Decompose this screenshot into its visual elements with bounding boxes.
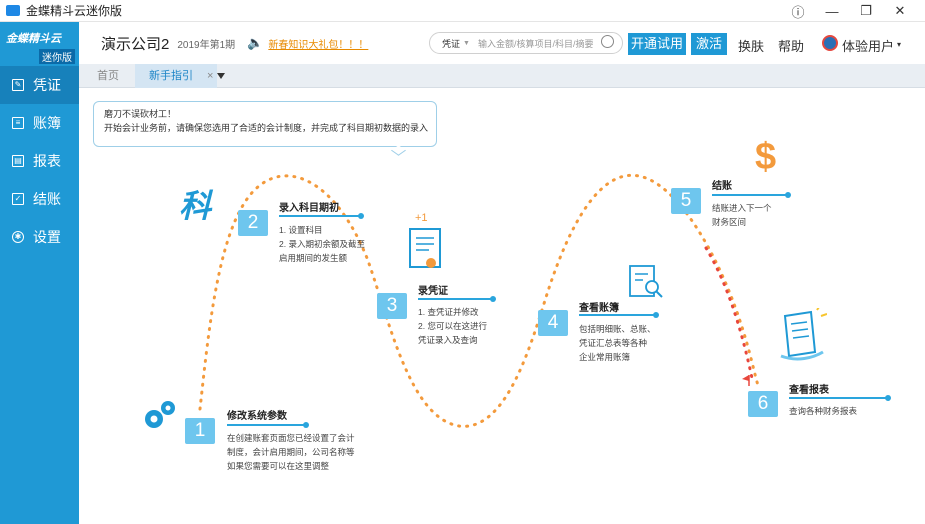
sidebar-logo: 金蝶精斗云 迷你版 bbox=[0, 22, 79, 66]
brand-name: 金蝶精斗云 bbox=[6, 33, 61, 45]
sidebar-item-label: 凭证 bbox=[33, 77, 61, 93]
step-6-desc: 查询各种财务报表 bbox=[789, 406, 858, 416]
step-5-desc: 结账进入下一个财务区间 bbox=[712, 203, 772, 227]
guide-path bbox=[198, 173, 761, 428]
step-2-title[interactable]: 录入科目期初 bbox=[279, 203, 339, 214]
step-6-badge[interactable]: 6 bbox=[748, 391, 778, 417]
checkout-icon: ✓ bbox=[12, 193, 24, 205]
step-4-underline bbox=[579, 312, 659, 318]
step-3-underline bbox=[418, 296, 496, 302]
plus-one-icon: +1 bbox=[415, 212, 428, 224]
step-1-title[interactable]: 修改系统参数 bbox=[227, 411, 287, 422]
minimize-icon[interactable]: — bbox=[825, 3, 839, 19]
info-icon[interactable]: ⓘ bbox=[791, 4, 805, 20]
step-4-badge[interactable]: 4 bbox=[538, 310, 568, 336]
ledger-icon: ≡ bbox=[12, 117, 24, 129]
maximize-icon[interactable]: ❐ bbox=[860, 3, 872, 18]
tab-bar: 首页 新手指引 × bbox=[79, 64, 925, 88]
step-5-title[interactable]: 结账 bbox=[712, 181, 732, 192]
step-4-desc: 包括明细账、总账、凭证汇总表等各种企业常用账簿 bbox=[579, 324, 656, 362]
tab-menu-icon[interactable] bbox=[217, 73, 225, 79]
search-box[interactable]: 凭证 ▼ 输入金额/核算项目/科目/摘要 bbox=[429, 32, 623, 54]
subject-icon: 科 bbox=[179, 188, 212, 224]
sidebar-item-settings[interactable]: ✱ 设置 bbox=[0, 218, 79, 256]
company-name[interactable]: 演示公司2 bbox=[101, 35, 170, 53]
step-1-badge[interactable]: 1 bbox=[185, 418, 215, 444]
dollar-icon: $ bbox=[755, 136, 777, 178]
report-paper-icon bbox=[777, 303, 828, 367]
step-5-badge[interactable]: 5 bbox=[671, 188, 701, 214]
voucher-doc-icon bbox=[409, 228, 441, 277]
step-3-badge[interactable]: 3 bbox=[377, 293, 407, 319]
accounting-period: 2019年第1期 bbox=[177, 39, 236, 51]
step-6-underline bbox=[789, 395, 891, 401]
step-3-title[interactable]: 录凭证 bbox=[418, 286, 448, 297]
sidebar-item-label: 账簿 bbox=[33, 115, 61, 131]
window-title: 金蝶精斗云迷你版 bbox=[26, 4, 123, 18]
sidebar-item-label: 结账 bbox=[33, 191, 61, 207]
tab-guide[interactable]: 新手指引 × bbox=[135, 64, 217, 88]
notice-link[interactable]: 新春知识大礼包！！！ bbox=[268, 39, 369, 51]
sidebar: 金蝶精斗云 迷你版 ✎ 凭证 ≡ 账簿 ▤ 报表 ✓ 结账 ✱ 设置 bbox=[0, 22, 79, 524]
search-input[interactable]: 输入金额/核算项目/科目/摘要 bbox=[477, 38, 594, 49]
close-icon[interactable]: ✕ bbox=[894, 3, 906, 18]
search-type-select[interactable]: 凭证 bbox=[442, 38, 461, 49]
step-2-badge[interactable]: 2 bbox=[238, 210, 268, 236]
avatar[interactable] bbox=[822, 35, 838, 51]
speaker-icon: 🔈 bbox=[247, 35, 264, 50]
step-6-title[interactable]: 查看报表 bbox=[789, 385, 829, 396]
sidebar-item-voucher[interactable]: ✎ 凭证 bbox=[0, 66, 79, 104]
trial-button[interactable]: 开通试用 bbox=[628, 33, 686, 55]
step-1-desc: 在创建账套页面您已经设置了会计制度，会计启用期间，公司名称等如果您需要可以在这里… bbox=[227, 433, 355, 471]
sidebar-item-ledger[interactable]: ≡ 账簿 bbox=[0, 104, 79, 142]
sidebar-item-label: 报表 bbox=[33, 153, 61, 169]
step-1-underline bbox=[227, 422, 309, 428]
report-icon: ▤ bbox=[12, 155, 24, 167]
voucher-icon: ✎ bbox=[12, 79, 24, 91]
step-2-underline bbox=[279, 213, 364, 219]
edition-badge: 迷你版 bbox=[39, 49, 75, 64]
step-5-underline bbox=[712, 192, 791, 198]
chevron-down-icon[interactable]: ▾ bbox=[897, 40, 902, 49]
gear-icon: ✱ bbox=[12, 231, 24, 243]
tip-line: 磨刀不误砍材工！ bbox=[104, 109, 177, 119]
help-button[interactable]: 帮助 bbox=[778, 39, 805, 54]
window-titlebar: 金蝶精斗云迷你版 ⓘ — ❐ ✕ bbox=[0, 0, 925, 22]
activate-button[interactable]: 激活 bbox=[691, 33, 727, 55]
window-controls: ⓘ — ❐ ✕ bbox=[781, 0, 917, 22]
skin-button[interactable]: 换肤 bbox=[738, 39, 765, 54]
close-icon[interactable]: × bbox=[207, 70, 214, 82]
sidebar-item-checkout[interactable]: ✓ 结账 bbox=[0, 180, 79, 218]
sidebar-item-label: 设置 bbox=[33, 229, 61, 245]
gears-icon bbox=[141, 397, 177, 433]
top-toolbar: 演示公司2 2019年第1期 🔈 新春知识大礼包！！！ 凭证 ▼ 输入金额/核算… bbox=[79, 22, 925, 64]
user-menu[interactable]: 体验用户 bbox=[842, 39, 895, 54]
ledger-search-icon bbox=[629, 265, 665, 304]
chevron-down-icon: ▼ bbox=[463, 39, 470, 47]
step-4-title[interactable]: 查看账簿 bbox=[579, 303, 619, 314]
tab-label: 新手指引 bbox=[149, 70, 193, 82]
guide-canvas: 磨刀不误砍材工！ 开始会计业务前，请确保您选用了合适的会计制度，并完成了科目期初… bbox=[79, 88, 925, 524]
tab-home[interactable]: 首页 bbox=[97, 70, 119, 82]
tip-bubble: 磨刀不误砍材工！ 开始会计业务前，请确保您选用了合适的会计制度，并完成了科目期初… bbox=[93, 101, 437, 147]
search-icon[interactable] bbox=[601, 35, 614, 48]
tip-line: 开始会计业务前，请确保您选用了合适的会计制度，并完成了科目期初数据的录入 bbox=[104, 123, 429, 133]
app-logo-icon bbox=[6, 5, 20, 16]
sidebar-item-report[interactable]: ▤ 报表 bbox=[0, 142, 79, 180]
